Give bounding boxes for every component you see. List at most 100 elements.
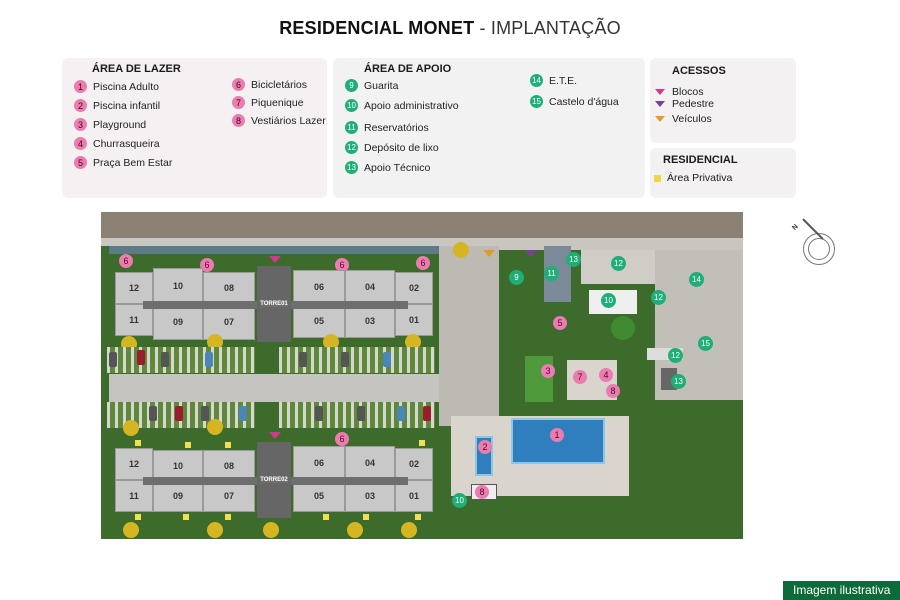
- marker-pink-icon: 2: [74, 99, 87, 112]
- marker-bicicletario[interactable]: 6: [119, 254, 133, 268]
- private-area-icon: [183, 514, 189, 520]
- marker-ete[interactable]: 14: [689, 272, 704, 287]
- unit[interactable]: 05: [293, 304, 345, 338]
- car: [299, 352, 307, 367]
- marker-apoio-tecnico[interactable]: 13: [566, 252, 581, 267]
- unit[interactable]: 07: [203, 480, 255, 512]
- marker-bicicletario[interactable]: 6: [416, 256, 430, 270]
- tower-02[interactable]: 12 10 08 06 04 02 11 09 07 05 03 01 TORR…: [115, 442, 433, 518]
- private-area-icon: [323, 514, 329, 520]
- marker-vestiarios[interactable]: 8: [606, 384, 620, 398]
- marker-apoio-admin[interactable]: 10: [601, 293, 616, 308]
- tree-icon: [453, 242, 469, 258]
- marker-deposito-lixo[interactable]: 12: [668, 348, 683, 363]
- private-area-icon: [363, 514, 369, 520]
- marker-pink-icon: 7: [232, 96, 245, 109]
- car: [205, 352, 213, 367]
- unit[interactable]: 12: [115, 448, 153, 480]
- tower-label: TORRE01: [260, 301, 288, 307]
- unit[interactable]: 02: [395, 448, 433, 480]
- private-area-icon: [185, 442, 191, 448]
- marker-apoio-tecnico[interactable]: 13: [671, 374, 686, 389]
- legend-item: 2 Piscina infantil: [74, 99, 160, 112]
- private-area-swatch-icon: [654, 174, 661, 182]
- marker-bicicletario[interactable]: 6: [200, 258, 214, 272]
- unit[interactable]: 08: [203, 272, 255, 304]
- unit[interactable]: 05: [293, 480, 345, 512]
- legend-residencial-title: RESIDENCIAL: [663, 154, 738, 166]
- marker-deposito-lixo[interactable]: 12: [611, 256, 626, 271]
- marker-churrasqueira[interactable]: 4: [599, 368, 613, 382]
- tree-icon: [207, 522, 223, 538]
- car: [239, 406, 247, 421]
- tower-core: TORRE02: [257, 442, 291, 518]
- legend-residencial-panel: RESIDENCIAL Área Privativa: [650, 148, 796, 198]
- unit[interactable]: 11: [115, 304, 153, 336]
- unit[interactable]: 04: [345, 270, 395, 304]
- marker-bicicletario[interactable]: 6: [335, 258, 349, 272]
- private-area-icon: [135, 514, 141, 520]
- marker-green-icon: 10: [345, 99, 358, 112]
- parking-aisle: [109, 374, 441, 402]
- unit[interactable]: 01: [395, 480, 433, 512]
- legend-label: Reservatórios: [364, 121, 429, 134]
- marker-green-icon: 9: [345, 79, 358, 92]
- tower-01[interactable]: 12 10 08 06 04 02 11 09 07 05 03 01 TORR…: [115, 266, 433, 342]
- legend-label: E.T.E.: [549, 74, 578, 87]
- legend-label: Vestiários Lazer: [251, 114, 326, 127]
- unit[interactable]: 02: [395, 272, 433, 304]
- legend-label: Piscina infantil: [93, 99, 161, 112]
- marker-green-icon: 14: [530, 74, 543, 87]
- car: [201, 406, 209, 421]
- veiculos-access-icon: [483, 250, 495, 257]
- marker-playground[interactable]: 3: [541, 364, 555, 378]
- tower-core: TORRE01: [257, 266, 291, 342]
- unit[interactable]: 10: [153, 268, 203, 304]
- marker-vestiarios[interactable]: 8: [475, 485, 489, 499]
- legend-label: Piquenique: [251, 96, 304, 109]
- unit[interactable]: 06: [293, 270, 345, 304]
- unit[interactable]: 12: [115, 272, 153, 304]
- legend-label: Área Privativa: [667, 172, 733, 184]
- car: [175, 406, 183, 421]
- marker-praca-bem-estar[interactable]: 5: [553, 316, 567, 330]
- marker-piscina-adulto[interactable]: 1: [550, 428, 564, 442]
- canal: [109, 246, 439, 254]
- private-area-icon: [225, 514, 231, 520]
- unit[interactable]: 11: [115, 480, 153, 512]
- car: [137, 350, 145, 365]
- car: [423, 406, 431, 421]
- parking-row: [107, 347, 255, 373]
- marker-reservatorios[interactable]: 11: [544, 266, 559, 281]
- compass-icon: [803, 233, 835, 265]
- veiculos-arrow-icon: [655, 116, 665, 122]
- marker-pink-icon: 4: [74, 137, 87, 150]
- unit[interactable]: 09: [153, 304, 203, 340]
- unit[interactable]: 06: [293, 446, 345, 480]
- marker-piquenique[interactable]: 7: [573, 370, 587, 384]
- north-label: N: [791, 223, 800, 232]
- marker-castelo-agua[interactable]: 15: [698, 336, 713, 351]
- legend-label: Pedestre: [672, 98, 715, 110]
- legend-label: Guarita: [364, 79, 399, 92]
- marker-guarita[interactable]: 9: [509, 270, 524, 285]
- unit[interactable]: 03: [345, 304, 395, 338]
- legend-label: Churrasqueira: [93, 137, 160, 150]
- legend-item: Veículos: [655, 113, 712, 125]
- sidewalk-right: [441, 238, 743, 250]
- legend-label: Depósito de lixo: [364, 141, 439, 154]
- marker-bicicletario[interactable]: 6: [335, 432, 349, 446]
- marker-piscina-infantil[interactable]: 2: [478, 440, 492, 454]
- tree-icon: [207, 334, 223, 350]
- marker-green-icon: 12: [345, 141, 358, 154]
- marker-deposito-lixo[interactable]: 12: [651, 290, 666, 305]
- adult-pool: [511, 418, 605, 464]
- marker-apoio-admin[interactable]: 10: [452, 493, 467, 508]
- title-bold: RESIDENCIAL MONET: [279, 18, 475, 38]
- tree-icon: [401, 522, 417, 538]
- unit[interactable]: 04: [345, 446, 395, 480]
